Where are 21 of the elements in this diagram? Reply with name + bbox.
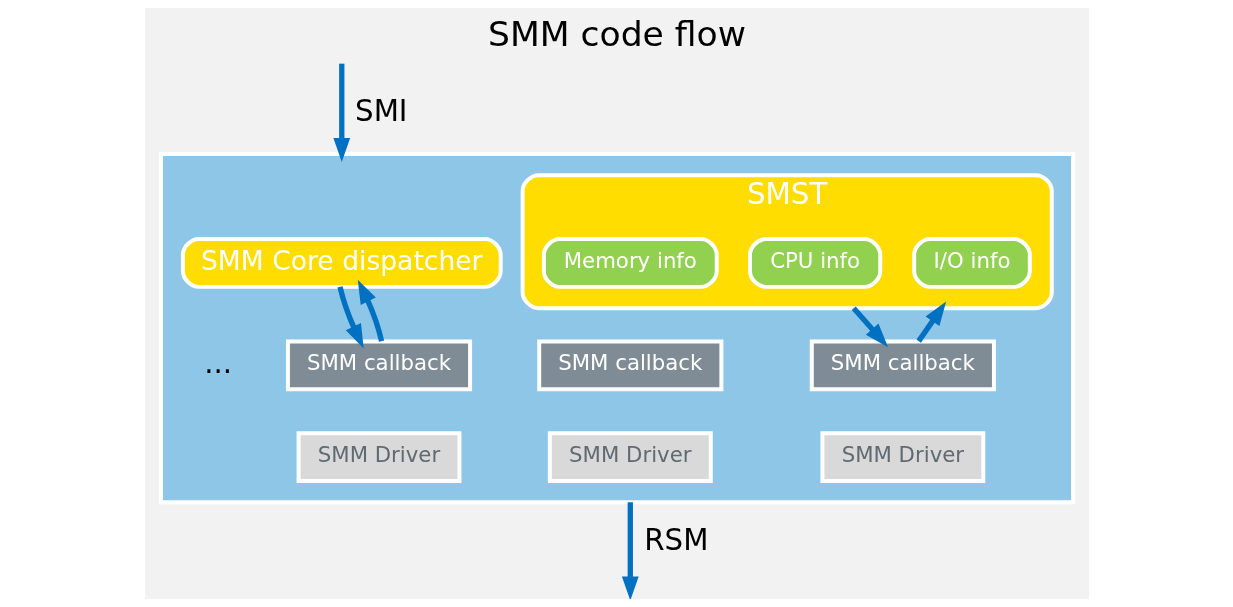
node-box: SMM Driver xyxy=(296,431,461,483)
arrow xyxy=(336,286,364,349)
diagram-title: SMM code flow xyxy=(487,14,746,55)
node-box: SMM callback xyxy=(536,339,723,392)
node-box: I/O info xyxy=(911,237,1032,289)
arrow xyxy=(621,502,639,599)
arrow xyxy=(916,301,946,343)
arrow xyxy=(332,63,350,162)
edge-label: RSM xyxy=(643,522,708,557)
node-box: Memory info xyxy=(541,237,719,289)
arrow xyxy=(851,306,888,348)
label: ... xyxy=(203,345,232,380)
arrow xyxy=(357,279,384,342)
node-box: SMM callback xyxy=(285,339,472,392)
node-box: SMM Core dispatcher xyxy=(180,237,503,289)
node-box: SMM Driver xyxy=(819,431,985,483)
cluster xyxy=(158,151,1075,505)
node-box: CPU info xyxy=(747,237,882,289)
edge-label: SMI xyxy=(354,94,408,129)
node-box: SMM callback xyxy=(809,339,996,392)
node-box: SMM Driver xyxy=(547,431,713,483)
